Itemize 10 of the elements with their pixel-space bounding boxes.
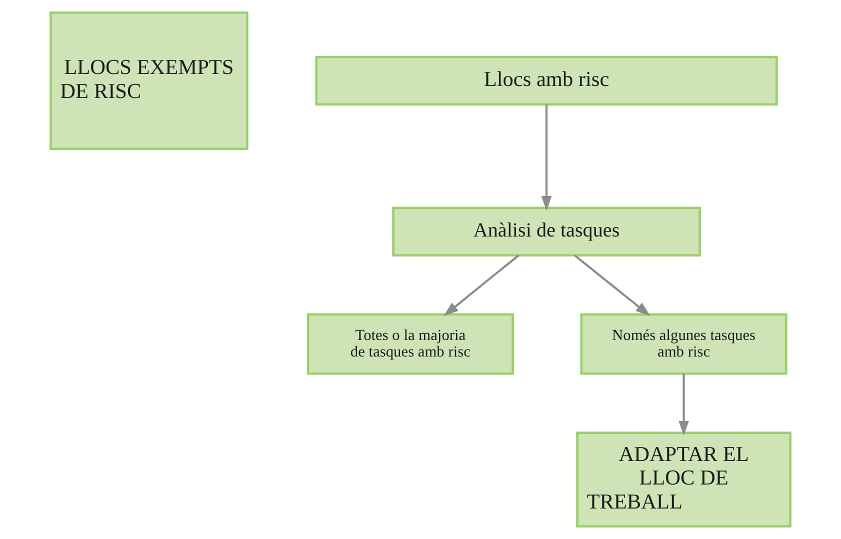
arrow [678,374,689,436]
arrow [541,104,552,211]
arrow [444,254,520,316]
arrow [574,254,650,316]
node-box: Llocs amb risc [315,56,778,106]
node-box: Anàlisi de tasques [392,206,701,256]
node-box: LLOCS EXEMPTS DE RISC [50,12,248,150]
node-box: Només algunes tasques amb risc [580,313,788,375]
node-box: Totes o la majoria de tasques amb risc [306,313,514,375]
node-box: ADAPTAR EL LLOC DE TREBALL [576,432,792,528]
